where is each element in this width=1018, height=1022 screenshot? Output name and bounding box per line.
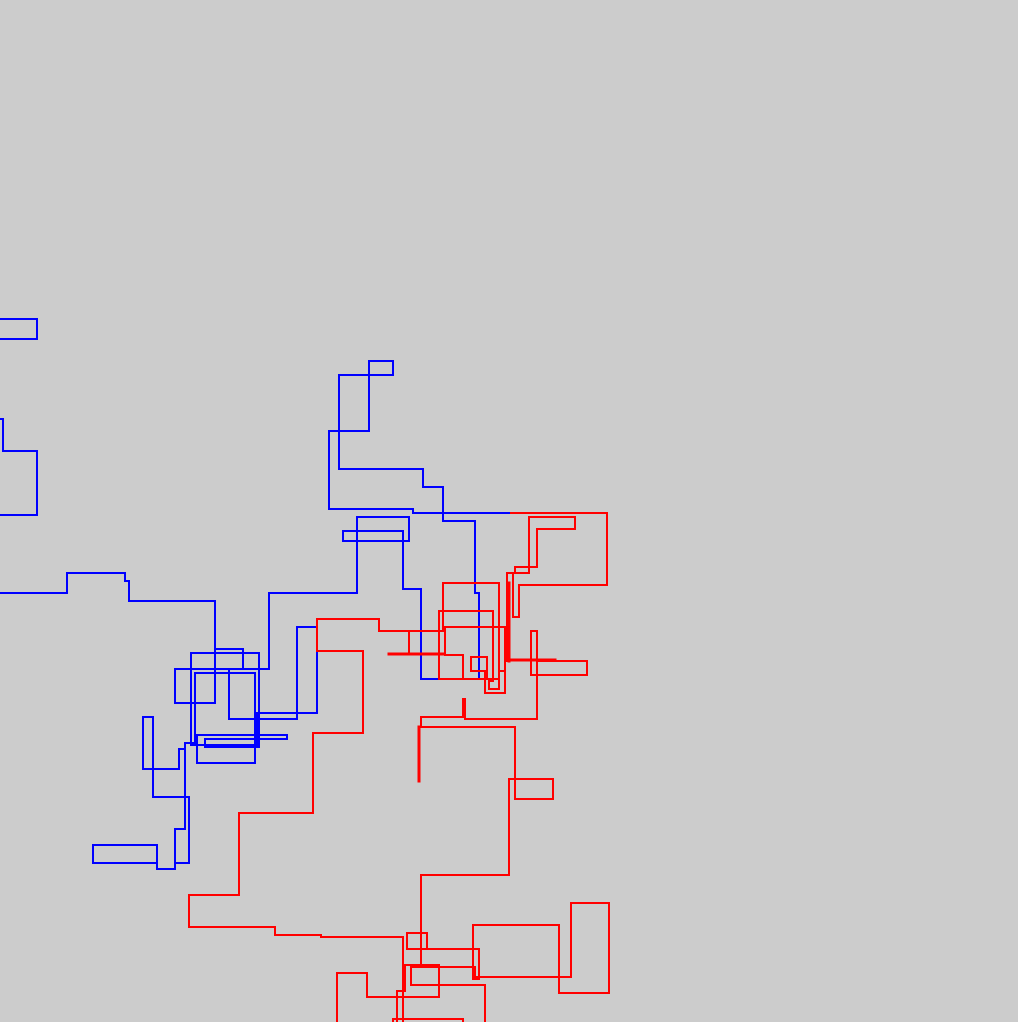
red-trail-segment-center-cluster	[408, 582, 506, 694]
blue-trail-segment-top-left	[0, 318, 38, 340]
blue-trail-segment-left-rail	[0, 572, 244, 704]
blue-trail-segment-ridge	[328, 374, 512, 514]
red-trail-segment-long-west	[188, 618, 410, 1022]
red-trail-segment-bottom-cluster	[336, 902, 610, 1022]
blue-trail-segment-left-box	[0, 418, 38, 516]
red-trail-segment-upper-loop	[506, 512, 608, 662]
red-trail	[188, 512, 610, 1022]
